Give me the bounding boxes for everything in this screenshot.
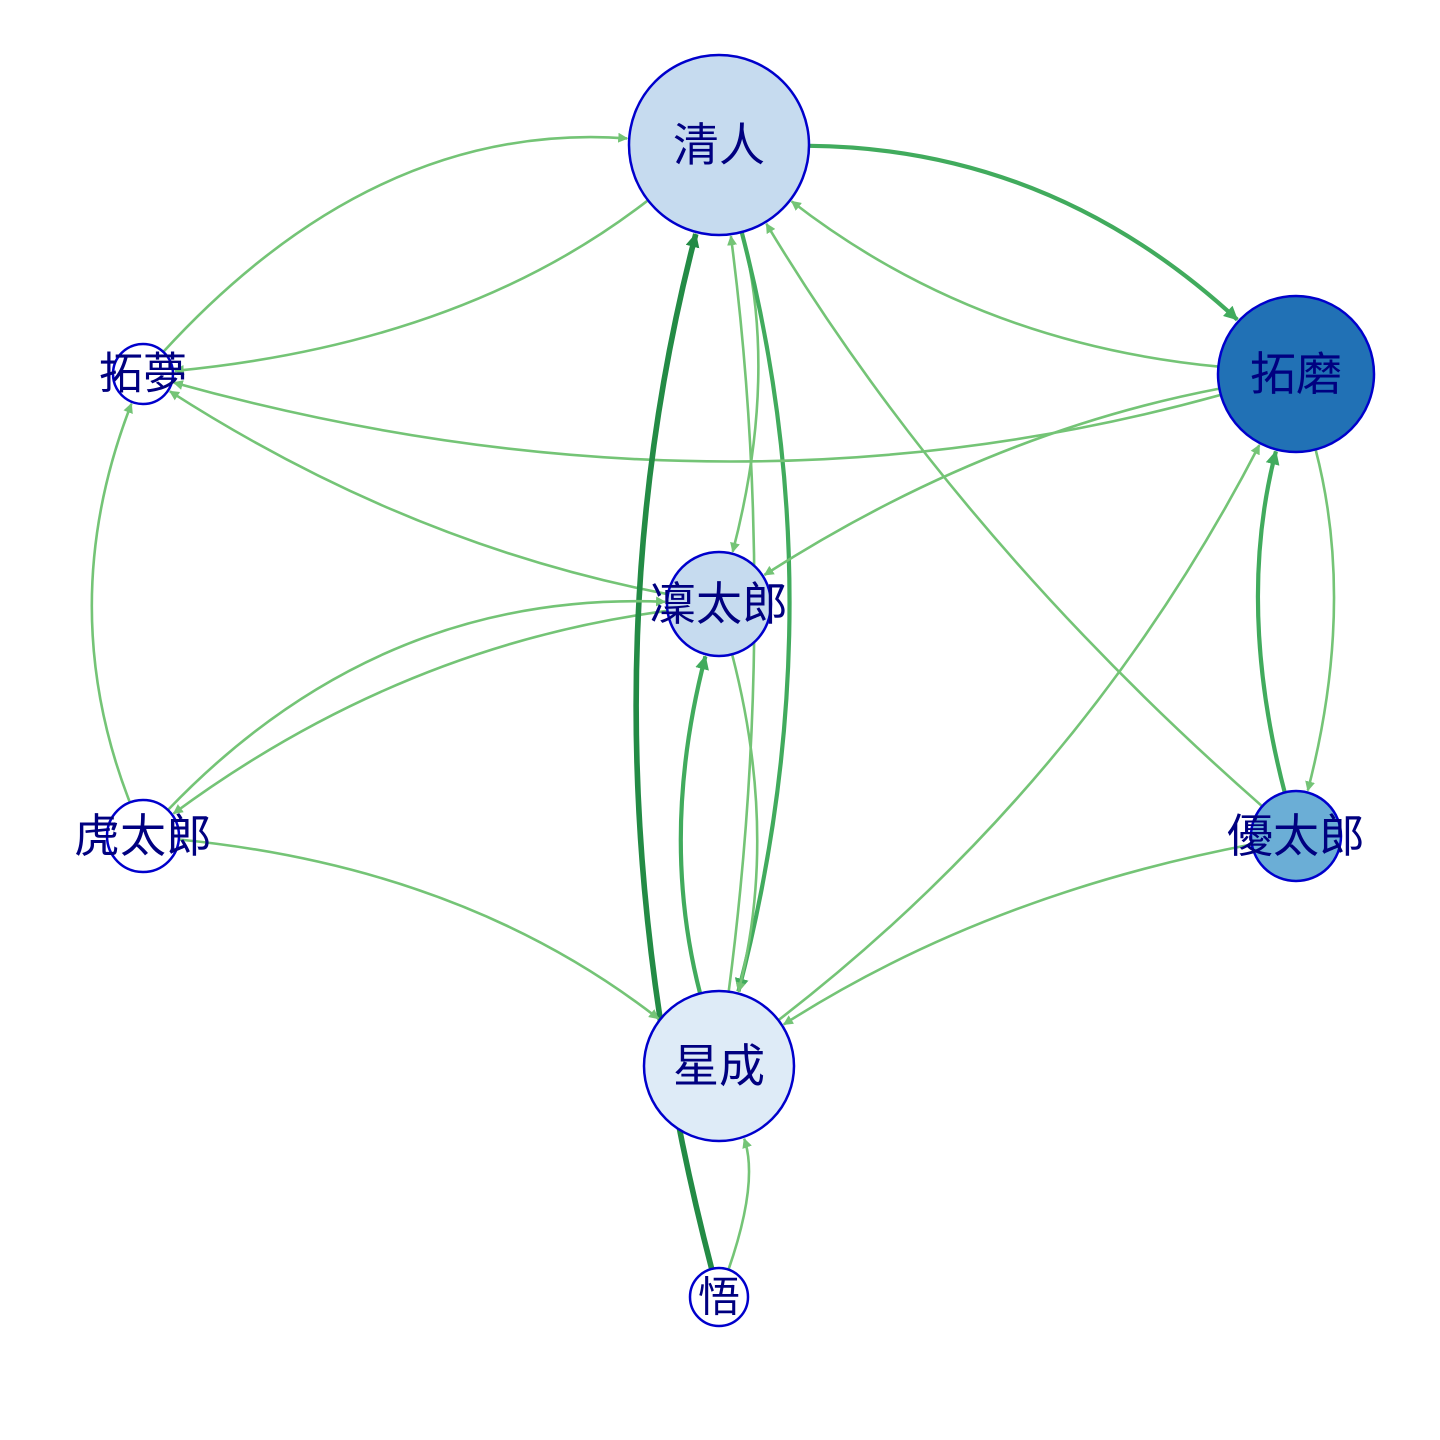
edge-kiyoto-to-takumu bbox=[173, 199, 649, 376]
node-satoru-circle[interactable] bbox=[688, 1266, 750, 1328]
edge-yutaro-to-seina bbox=[782, 843, 1253, 1026]
node-takumu-label: 拓夢 bbox=[99, 349, 187, 400]
edge-kiyoto-to-seina bbox=[734, 231, 792, 993]
node-kotaro-circle[interactable] bbox=[105, 798, 181, 874]
node-rintaro[interactable]: 凜太郎 bbox=[650, 550, 788, 658]
node-yutaro-label: 優太郎 bbox=[1227, 809, 1365, 863]
edge-kotaro-to-seina bbox=[178, 838, 660, 1020]
edge-kotaro-to-rintaro bbox=[166, 596, 666, 811]
node-kiyoto-label: 清人 bbox=[673, 118, 765, 172]
edge-kotaro-to-takumu bbox=[90, 402, 133, 803]
node-satoru[interactable]: 悟 bbox=[688, 1266, 750, 1328]
node-takuma-label: 拓磨 bbox=[1250, 347, 1342, 401]
edge-rintaro-to-kotaro bbox=[172, 609, 668, 815]
edge-satoru-to-seina bbox=[727, 1137, 752, 1271]
edge-takuma-to-yutaro bbox=[1305, 449, 1336, 792]
node-yutaro[interactable]: 優太郎 bbox=[1227, 789, 1365, 883]
node-takumu-circle[interactable] bbox=[111, 342, 175, 406]
node-kiyoto-circle[interactable] bbox=[627, 53, 811, 237]
edge-yutaro-to-takuma bbox=[1255, 450, 1287, 793]
edge-takuma-to-rintaro bbox=[763, 387, 1220, 576]
edge-takuma-to-kiyoto bbox=[790, 200, 1219, 368]
edge-yutaro-to-kiyoto bbox=[765, 222, 1264, 808]
node-yutaro-circle[interactable] bbox=[1249, 789, 1343, 883]
edge-seina-to-rintaro bbox=[678, 655, 709, 994]
edge-takumu-to-kiyoto bbox=[162, 132, 629, 353]
edge-seina-to-takuma bbox=[777, 444, 1261, 1022]
node-kotaro[interactable]: 虎太郎 bbox=[74, 798, 212, 874]
edge-kiyoto-to-takuma bbox=[808, 143, 1239, 322]
node-takuma-circle[interactable] bbox=[1216, 294, 1376, 454]
node-takuma[interactable]: 拓磨 bbox=[1216, 294, 1376, 454]
node-kotaro-label: 虎太郎 bbox=[74, 809, 212, 863]
node-satoru-label: 悟 bbox=[698, 1273, 740, 1322]
node-seina-label: 星成 bbox=[673, 1039, 765, 1093]
node-seina-circle[interactable] bbox=[642, 989, 796, 1143]
node-seina[interactable]: 星成 bbox=[642, 989, 796, 1143]
node-kiyoto[interactable]: 清人 bbox=[627, 53, 811, 237]
edge-rintaro-to-takumu bbox=[169, 390, 669, 596]
edge-takuma-to-takumu bbox=[172, 380, 1222, 463]
edge-rintaro-to-seina bbox=[730, 653, 759, 993]
node-rintaro-label: 凜太郎 bbox=[650, 577, 788, 631]
node-rintaro-circle[interactable] bbox=[665, 550, 773, 658]
node-takumu[interactable]: 拓夢 bbox=[99, 342, 187, 406]
